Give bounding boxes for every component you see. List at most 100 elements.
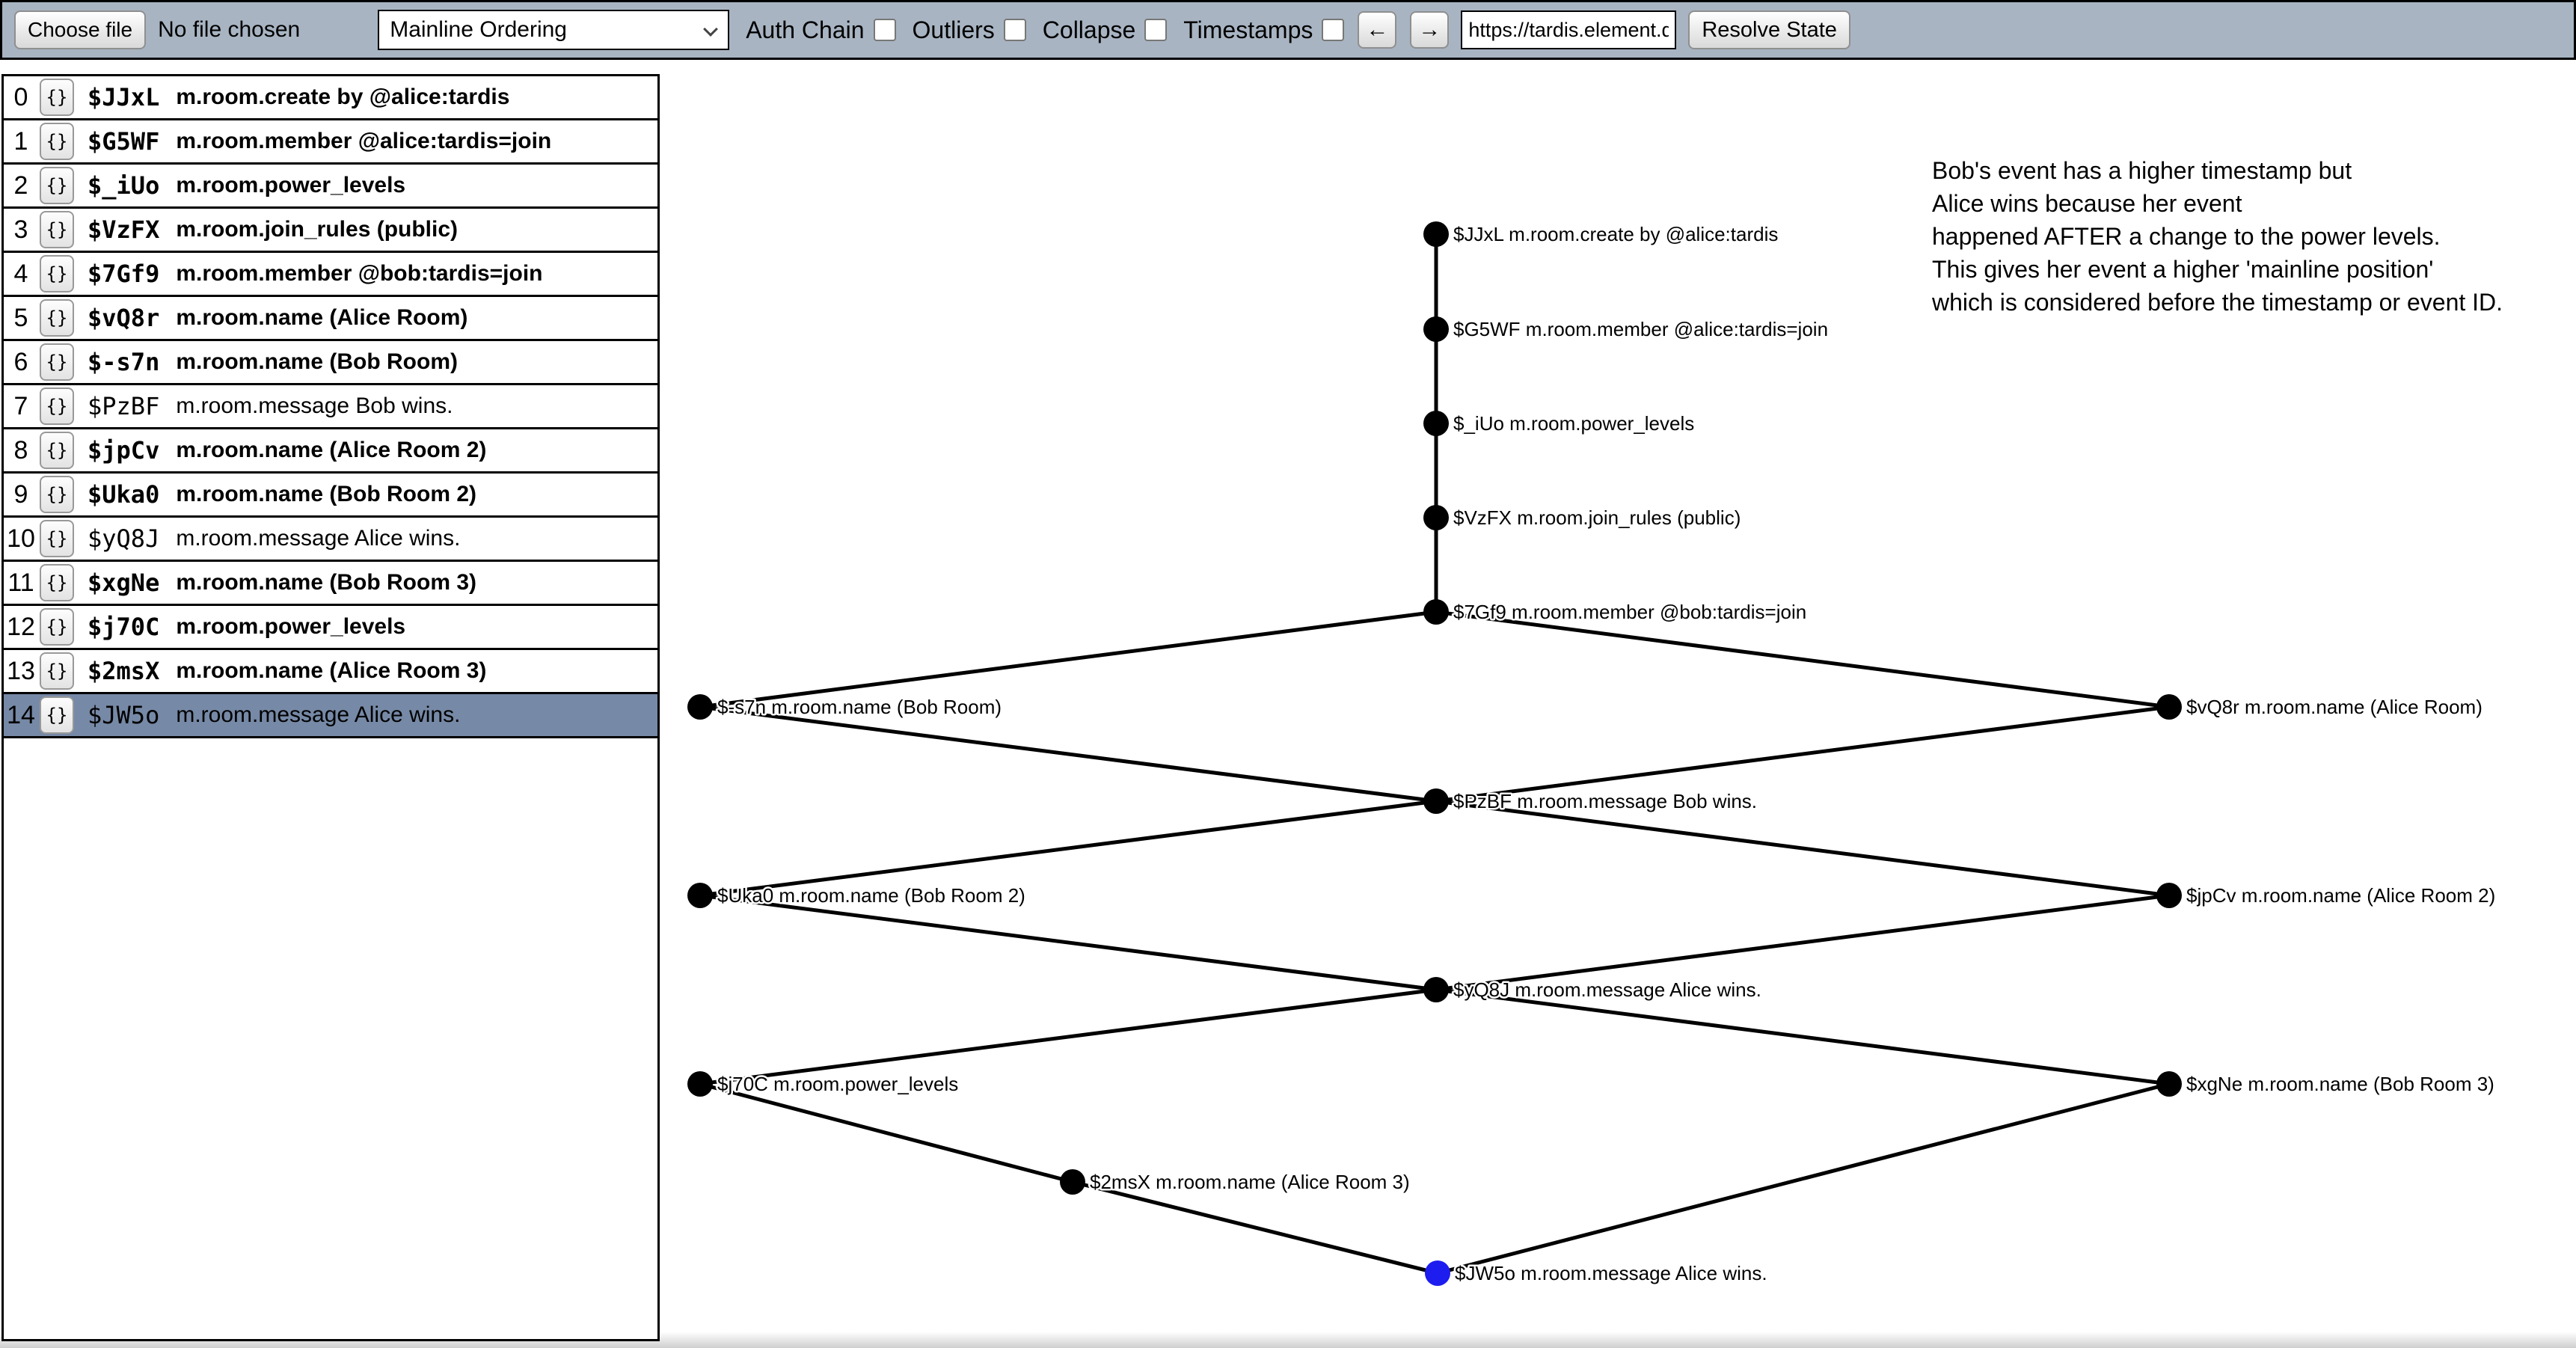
dag-node[interactable] [1423,316,1449,342]
dag-edge [1435,610,2170,709]
event-description: m.room.member @bob:tardis=join [176,261,543,286]
json-braces-button[interactable]: {} [40,167,74,204]
timestamps-label: Timestamps [1183,16,1313,43]
json-braces-button[interactable]: {} [40,387,74,425]
forward-button[interactable]: → [1410,11,1450,49]
back-button[interactable]: ← [1358,11,1397,49]
event-row[interactable]: 9 {} $Uka0 m.room.name (Bob Room 2) [4,474,657,518]
dag-node[interactable] [1423,221,1449,247]
dag-node-label: $vQ8r m.room.name (Alice Room) [2186,696,2483,718]
event-index: 2 [13,171,28,200]
event-index: 9 [13,480,28,509]
dag-node[interactable] [1423,788,1449,814]
event-description: m.room.name (Bob Room 2) [176,482,477,506]
event-index: 7 [13,391,28,420]
dag-edge [1435,987,2170,1086]
dag-node[interactable] [2156,694,2182,720]
event-description: m.room.name (Alice Room) [176,305,468,330]
event-index: 3 [13,215,28,244]
json-braces-button[interactable]: {} [40,211,74,248]
json-braces-button[interactable]: {} [40,476,74,513]
dag-node-label: $JW5o m.room.message Alice wins. [1455,1262,1767,1284]
json-braces-button[interactable]: {} [40,343,74,381]
json-braces-button[interactable]: {} [40,255,74,292]
dag-node[interactable] [1423,977,1449,1002]
event-index: 13 [7,656,35,685]
outliers-checkbox[interactable] [1003,19,1026,41]
event-row[interactable]: 3 {} $VzFX m.room.join_rules (public) [4,209,657,253]
dag-edge [699,1082,1073,1184]
event-id: $xgNe [88,569,160,597]
json-braces-button[interactable]: {} [40,520,74,557]
dag-node[interactable] [1425,1260,1450,1286]
json-braces-button[interactable]: {} [40,123,74,160]
event-id: $VzFX [88,215,160,244]
dag-node[interactable] [1423,599,1449,625]
dag-node[interactable] [2156,883,2182,908]
annotation-text: Bob's event has a higher timestamp but A… [1932,157,2503,316]
json-braces-button[interactable]: {} [40,564,74,601]
ordering-select[interactable]: Mainline Ordering [378,10,730,50]
dag-edge [699,705,1437,803]
dag-node[interactable] [1060,1169,1085,1195]
event-description: m.room.power_levels [176,173,406,197]
auth-chain-checkbox[interactable] [873,19,896,41]
json-braces-button[interactable]: {} [40,696,74,734]
event-description: m.room.create by @alice:tardis [176,85,510,109]
chevron-down-icon [703,22,719,37]
json-braces-button[interactable]: {} [40,299,74,337]
event-description: m.room.member @alice:tardis=join [176,129,552,153]
event-index: 0 [13,82,28,111]
json-braces-button[interactable]: {} [40,652,74,690]
event-index: 14 [7,700,35,729]
event-list: 0 {} $JJxL m.room.create by @alice:tardis 1 {… [1,74,660,1341]
event-description: m.room.name (Alice Room 3) [176,658,487,683]
dag-node[interactable] [1423,505,1449,530]
event-description: m.room.name (Alice Room 2) [176,438,487,462]
choose-file-button[interactable]: Choose file [14,10,147,49]
event-description: m.room.join_rules (public) [176,217,459,242]
resolve-state-button[interactable]: Resolve State [1688,10,1850,49]
dag-node-label: $jpCv m.room.name (Alice Room 2) [2186,884,2495,907]
dag-node-label: $PzBF m.room.message Bob wins. [1453,790,1757,812]
collapse-checkbox[interactable] [1144,19,1168,41]
dag-node[interactable] [1423,411,1449,436]
dag-node[interactable] [2156,1071,2182,1097]
dag-node-label: $_iUo m.room.power_levels [1453,412,1694,435]
event-row[interactable]: 0 {} $JJxL m.room.create by @alice:tardis [4,76,657,120]
dag-node[interactable] [687,883,713,908]
dag-node-label: $JJxL m.room.create by @alice:tardis [1453,223,1778,245]
dag-edge [699,893,1437,992]
event-id: $Uka0 [88,480,160,509]
server-url-input[interactable] [1461,10,1677,49]
json-braces-button[interactable]: {} [40,608,74,646]
dag-edge [699,987,1437,1086]
event-index: 4 [13,259,28,288]
event-id: $-s7n [88,348,160,376]
json-braces-button[interactable]: {} [40,432,74,469]
outliers-label: Outliers [912,16,995,43]
event-description: m.room.name (Bob Room) [176,349,458,374]
dag-edge [699,610,1437,709]
dag-node[interactable] [687,694,713,720]
timestamps-checkbox[interactable] [1322,19,1345,41]
event-index: 1 [13,126,28,156]
dag-node-label: $Uka0 m.room.name (Bob Room 2) [717,884,1025,907]
event-description: m.room.message Bob wins. [176,393,453,418]
auth-chain-label: Auth Chain [746,16,865,43]
event-id: $JJxL [88,83,160,111]
json-braces-button[interactable]: {} [40,79,74,116]
dag-node[interactable] [687,1071,713,1097]
